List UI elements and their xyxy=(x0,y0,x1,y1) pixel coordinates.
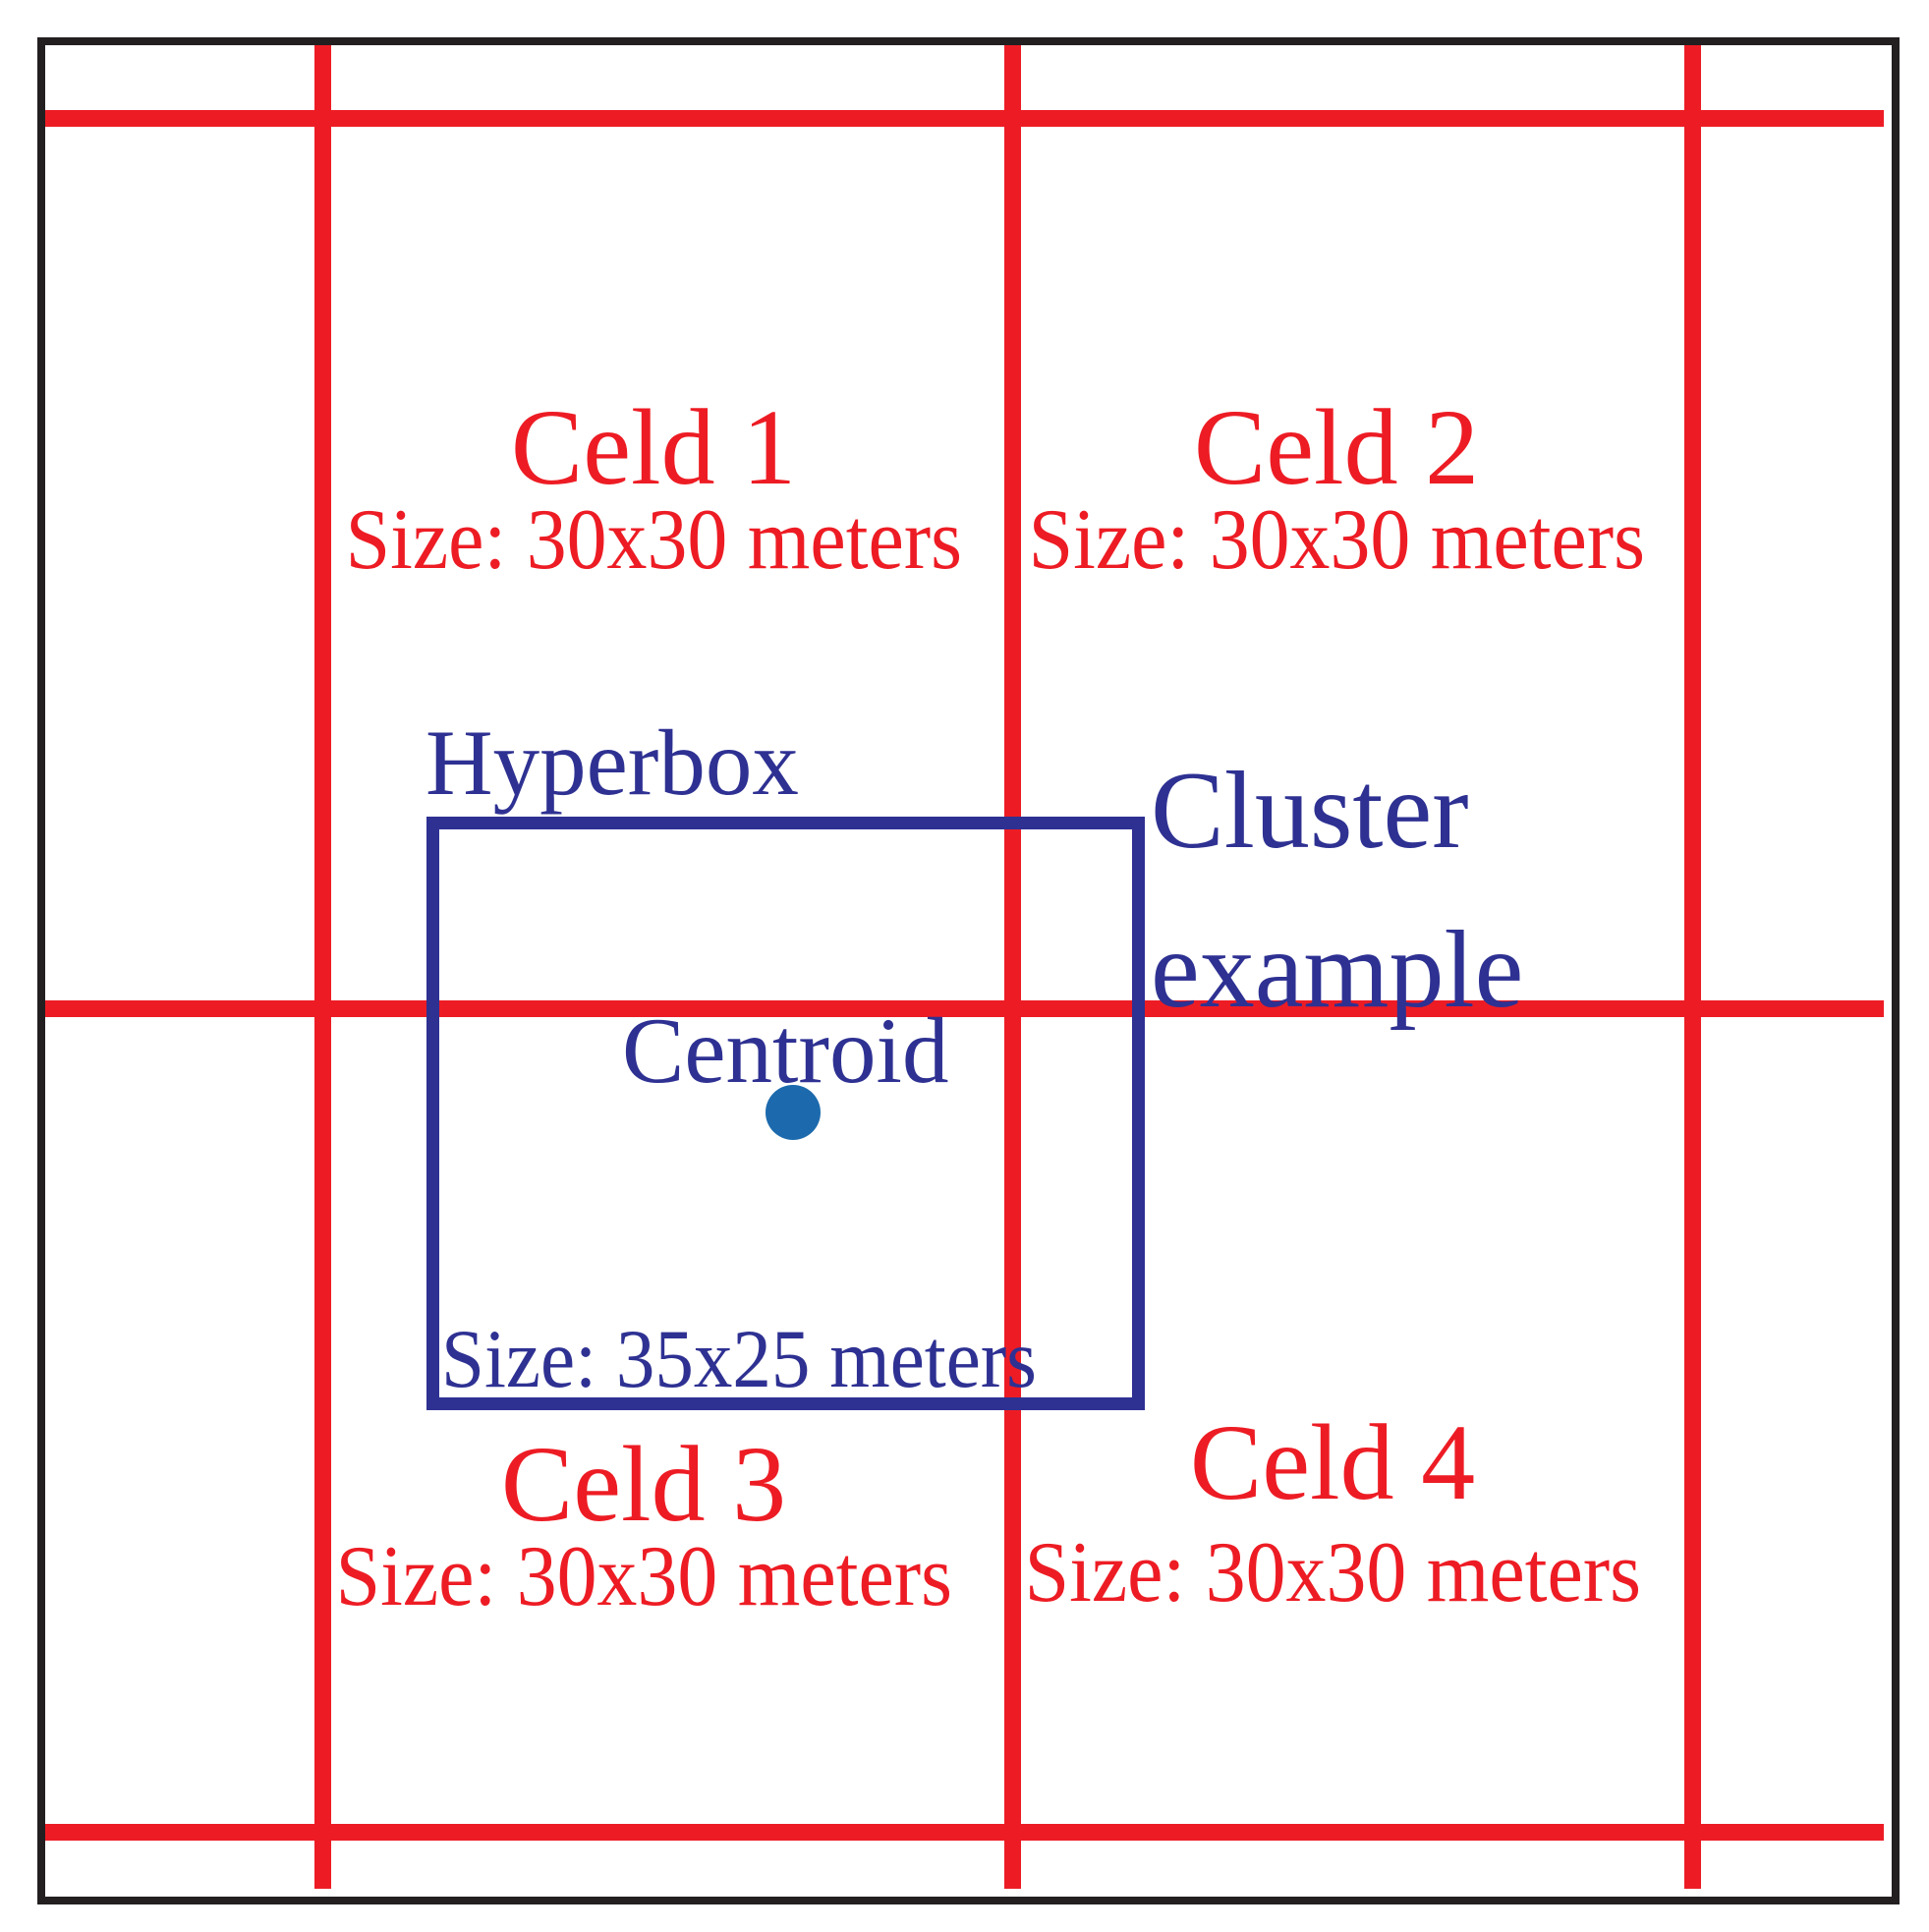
centroid-dot xyxy=(766,1085,821,1140)
cell-3-title: Celd 3 xyxy=(500,1424,787,1544)
cell-3-size: Size: 30x30 meters xyxy=(335,1529,952,1624)
centroid-label: Centroid xyxy=(622,998,949,1103)
cell-2-size: Size: 30x30 meters xyxy=(1028,492,1645,588)
cell-1-size: Size: 30x30 meters xyxy=(345,492,962,588)
grid-vertical-line-right xyxy=(1684,45,1701,1889)
cell-2-label: Celd 2 Size: 30x30 meters xyxy=(997,393,1675,584)
outer-frame xyxy=(37,37,1900,1904)
cell-1-label: Celd 1 Size: 30x30 meters xyxy=(314,393,993,584)
hyperbox-label: Hyperbox xyxy=(426,710,799,815)
cell-4-title: Celd 4 xyxy=(1189,1402,1476,1522)
cell-1-title: Celd 1 xyxy=(510,387,797,507)
grid-horizontal-line-top xyxy=(45,110,1884,127)
grid-vertical-line-left xyxy=(314,45,331,1889)
cluster-example-label-line2: example xyxy=(1151,909,1524,1031)
cell-4-size: Size: 30x30 meters xyxy=(1024,1525,1641,1620)
grid-horizontal-line-bottom xyxy=(45,1824,1884,1841)
cell-2-title: Celd 2 xyxy=(1193,387,1480,507)
cluster-example-label-line1: Cluster xyxy=(1151,750,1469,872)
cell-3-label: Celd 3 Size: 30x30 meters xyxy=(305,1430,983,1620)
grid-vertical-line-middle xyxy=(1004,45,1021,1889)
cell-4-label: Celd 4 Size: 30x30 meters xyxy=(993,1408,1672,1617)
grid-horizontal-line-middle xyxy=(45,1000,1884,1017)
hyperbox-rectangle xyxy=(426,817,1145,1410)
hyperbox-size-label: Size: 35x25 meters xyxy=(441,1313,1037,1405)
